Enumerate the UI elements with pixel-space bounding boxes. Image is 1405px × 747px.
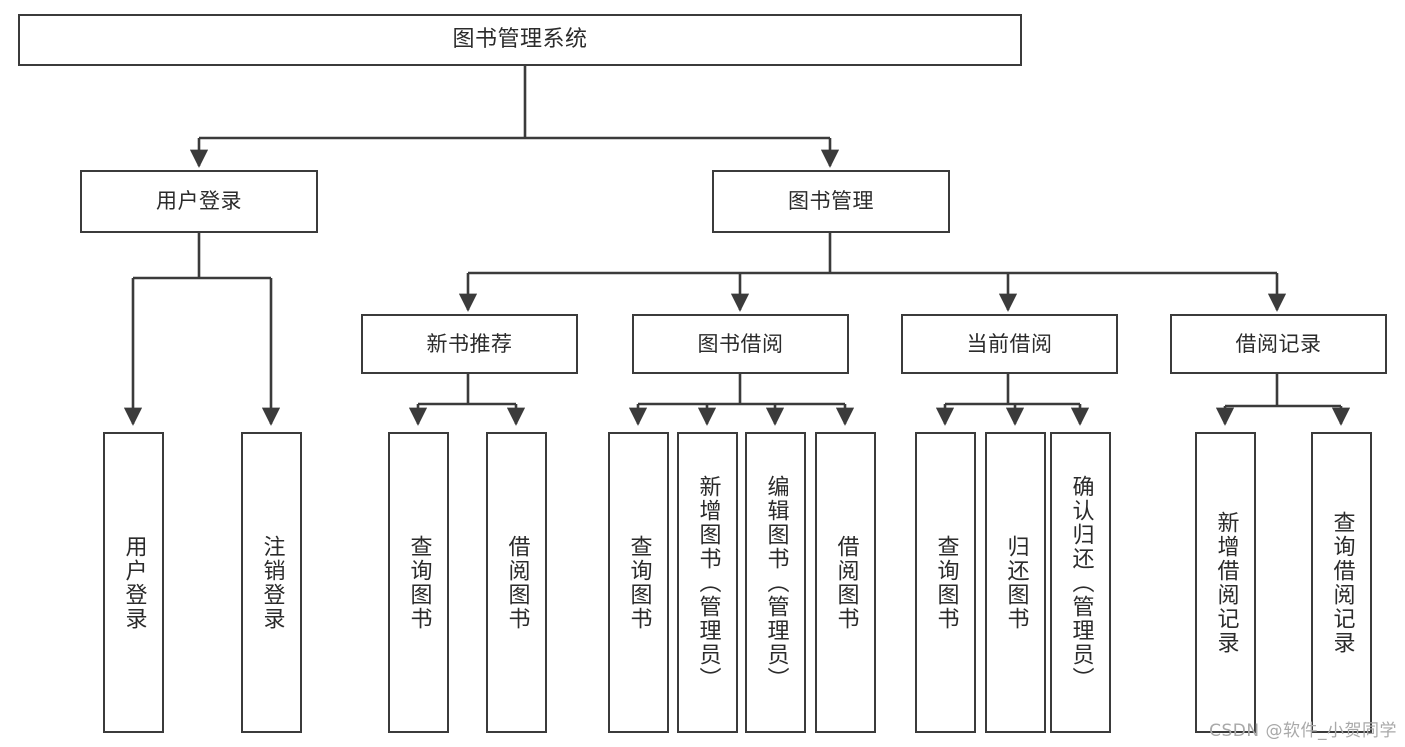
node-label: 图书借阅 (697, 331, 784, 356)
node-label: 用户登录 (121, 534, 147, 631)
node-label: 图书管理系统 (452, 27, 588, 53)
leaf-current-borrow-return[interactable]: 归还图书 (985, 432, 1046, 733)
leaf-current-borrow-confirm-return[interactable]: 确认归还（管理员） (1050, 432, 1111, 733)
leaf-borrow-record-query[interactable]: 查询借阅记录 (1311, 432, 1372, 733)
leaf-book-borrow-add[interactable]: 新增图书（管理员） (677, 432, 738, 733)
node-label: 编辑图书（管理员） (763, 474, 789, 691)
node-label: 确认归还（管理员） (1068, 474, 1094, 691)
node-new-book-recommend[interactable]: 新书推荐 (361, 314, 578, 374)
node-current-borrow[interactable]: 当前借阅 (901, 314, 1118, 374)
node-label: 新增图书（管理员） (695, 474, 721, 691)
node-borrow-record[interactable]: 借阅记录 (1170, 314, 1387, 374)
node-book-management[interactable]: 图书管理 (712, 170, 950, 233)
node-label: 查询图书 (933, 534, 959, 631)
leaf-new-book-query[interactable]: 查询图书 (388, 432, 449, 733)
node-label: 借阅记录 (1235, 331, 1322, 356)
node-label: 借阅图书 (833, 534, 859, 631)
leaf-book-borrow-borrow[interactable]: 借阅图书 (815, 432, 876, 733)
leaf-borrow-record-add[interactable]: 新增借阅记录 (1195, 432, 1256, 733)
node-root-book-management-system[interactable]: 图书管理系统 (18, 14, 1022, 66)
node-label: 归还图书 (1003, 534, 1029, 631)
node-label: 当前借阅 (966, 331, 1053, 356)
node-user-login[interactable]: 用户登录 (80, 170, 318, 233)
node-label: 查询图书 (406, 534, 432, 631)
node-label: 借阅图书 (504, 534, 530, 631)
leaf-user-login-logout[interactable]: 注销登录 (241, 432, 302, 733)
leaf-user-login-login[interactable]: 用户登录 (103, 432, 164, 733)
csdn-watermark: CSDN @软件_小贺同学 (1209, 721, 1397, 741)
node-book-borrow[interactable]: 图书借阅 (632, 314, 849, 374)
leaf-current-borrow-query[interactable]: 查询图书 (915, 432, 976, 733)
node-label: 注销登录 (259, 534, 285, 631)
leaf-book-borrow-query[interactable]: 查询图书 (608, 432, 669, 733)
leaf-new-book-borrow[interactable]: 借阅图书 (486, 432, 547, 733)
node-label: 新书推荐 (426, 331, 513, 356)
leaf-book-borrow-edit[interactable]: 编辑图书（管理员） (745, 432, 806, 733)
node-label: 查询借阅记录 (1329, 510, 1355, 655)
node-label: 新增借阅记录 (1213, 510, 1239, 655)
node-label: 查询图书 (626, 534, 652, 631)
node-label: 图书管理 (788, 189, 874, 214)
node-label: 用户登录 (156, 189, 242, 214)
